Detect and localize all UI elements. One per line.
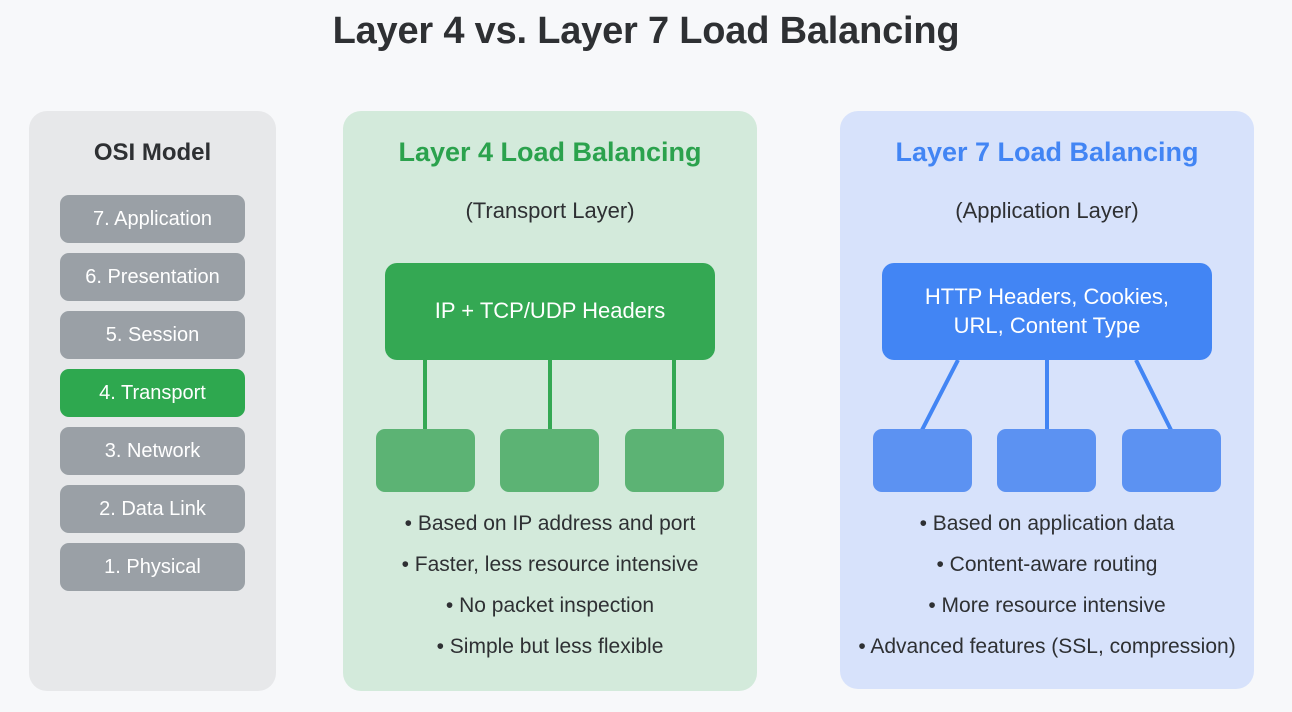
osi-layer-6[interactable]: 6. Presentation <box>60 253 245 301</box>
layer4-bullet-list: • Based on IP address and port • Faster,… <box>343 503 757 667</box>
osi-layer-list: 7. Application 6. Presentation 5. Sessio… <box>60 195 245 601</box>
layer4-heading: Layer 4 Load Balancing <box>398 137 702 167</box>
layer4-bullet-2: • Faster, less resource intensive <box>401 553 699 576</box>
layer7-main-box-line-2: URL, Content Type <box>953 312 1141 338</box>
layer4-bullet-3: • No packet inspection <box>445 594 655 617</box>
osi-layer-2[interactable]: 2. Data Link <box>60 485 245 533</box>
layer4-bullet-4: • Simple but less flexible <box>436 635 664 658</box>
layer4-bullet-1: • Based on IP address and port <box>404 512 696 535</box>
osi-model-panel: OSI Model 7. Application 6. Presentation… <box>29 111 276 691</box>
layer7-subheading: (Application Layer) <box>955 198 1139 223</box>
layer7-main-box-label: HTTP Headers, Cookies, URL, Content Type <box>925 283 1169 340</box>
layer7-panel: Layer 7 Load Balancing (Application Laye… <box>840 111 1254 689</box>
layer4-server-node-2[interactable] <box>500 429 599 492</box>
osi-layer-7[interactable]: 7. Application <box>60 195 245 243</box>
osi-layer-3[interactable]: 3. Network <box>60 427 245 475</box>
osi-layer-label: 4. Transport <box>99 381 206 404</box>
osi-layer-label: 6. Presentation <box>85 265 220 288</box>
layer7-heading: Layer 7 Load Balancing <box>895 137 1199 167</box>
layer7-connector-lines <box>920 360 1173 431</box>
layer7-server-node-1[interactable] <box>873 429 972 492</box>
layer4-main-box-label: IP + TCP/UDP Headers <box>434 298 666 324</box>
osi-layer-label: 1. Physical <box>104 555 201 578</box>
osi-layer-1[interactable]: 1. Physical <box>60 543 245 591</box>
layer7-server-nodes <box>840 429 1254 493</box>
layer4-connector-lines <box>423 360 676 430</box>
layer4-server-node-3[interactable] <box>625 429 724 492</box>
layer4-server-node-1[interactable] <box>376 429 475 492</box>
osi-layer-label: 2. Data Link <box>99 497 206 520</box>
layer7-main-box-line-1: HTTP Headers, Cookies, <box>924 283 1170 309</box>
osi-layer-label: 3. Network <box>104 439 201 462</box>
layer4-subheading: (Transport Layer) <box>465 198 635 223</box>
osi-layer-label: 5. Session <box>105 323 200 346</box>
osi-layer-label: 7. Application <box>93 207 212 230</box>
layer4-main-box[interactable]: IP + TCP/UDP Headers <box>385 263 715 360</box>
layer7-bullet-2: • Content-aware routing <box>936 553 1158 576</box>
layer4-panel: Layer 4 Load Balancing (Transport Layer)… <box>343 111 757 691</box>
layer7-server-node-3[interactable] <box>1122 429 1221 492</box>
osi-layer-5[interactable]: 5. Session <box>60 311 245 359</box>
layer7-server-node-2[interactable] <box>997 429 1096 492</box>
osi-panel-title: OSI Model <box>93 139 212 166</box>
layer7-bullet-4: • Advanced features (SSL, compression) <box>858 635 1236 658</box>
layer7-main-box[interactable]: HTTP Headers, Cookies, URL, Content Type <box>882 263 1212 360</box>
osi-layer-4-highlighted[interactable]: 4. Transport <box>60 369 245 417</box>
page-title: Layer 4 vs. Layer 7 Load Balancing <box>332 10 960 52</box>
layer7-bullet-1: • Based on application data <box>919 512 1175 535</box>
layer7-bullet-3: • More resource intensive <box>928 594 1166 617</box>
layer4-server-nodes <box>343 429 757 493</box>
layer7-bullet-list: • Based on application data • Content-aw… <box>840 503 1254 667</box>
